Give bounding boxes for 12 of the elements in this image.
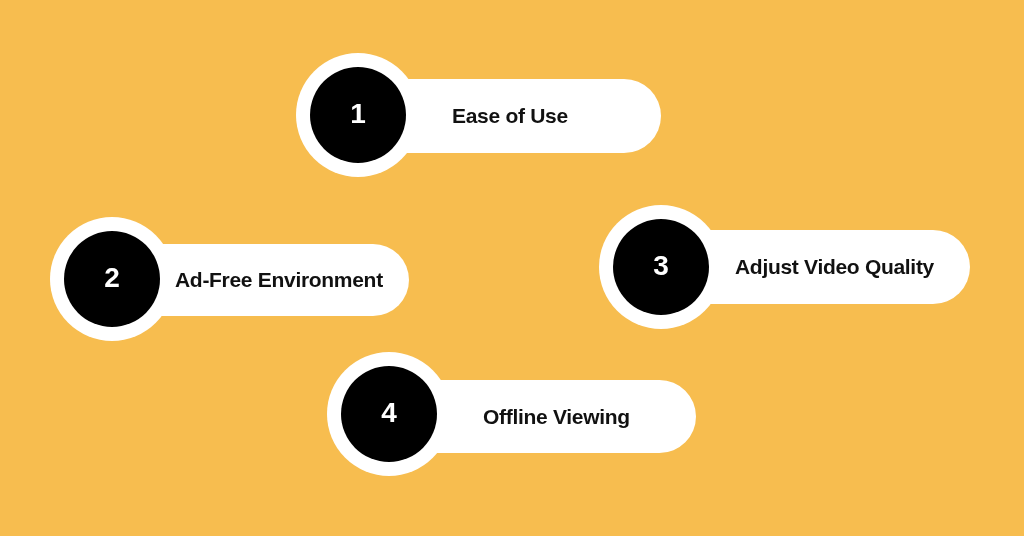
feature-label: Offline Viewing (483, 404, 630, 429)
feature-label: Adjust Video Quality (735, 255, 934, 279)
step-number: 2 (104, 264, 120, 293)
feature-label: Ad-Free Environment (175, 268, 383, 292)
pill-card (50, 217, 409, 341)
step-number: 3 (653, 252, 669, 281)
pill-card (296, 53, 661, 177)
step-number: 4 (381, 399, 397, 428)
pill-card (327, 352, 696, 476)
feature-label: Ease of Use (452, 104, 568, 128)
pill-card (599, 205, 970, 329)
step-number: 1 (350, 100, 366, 129)
